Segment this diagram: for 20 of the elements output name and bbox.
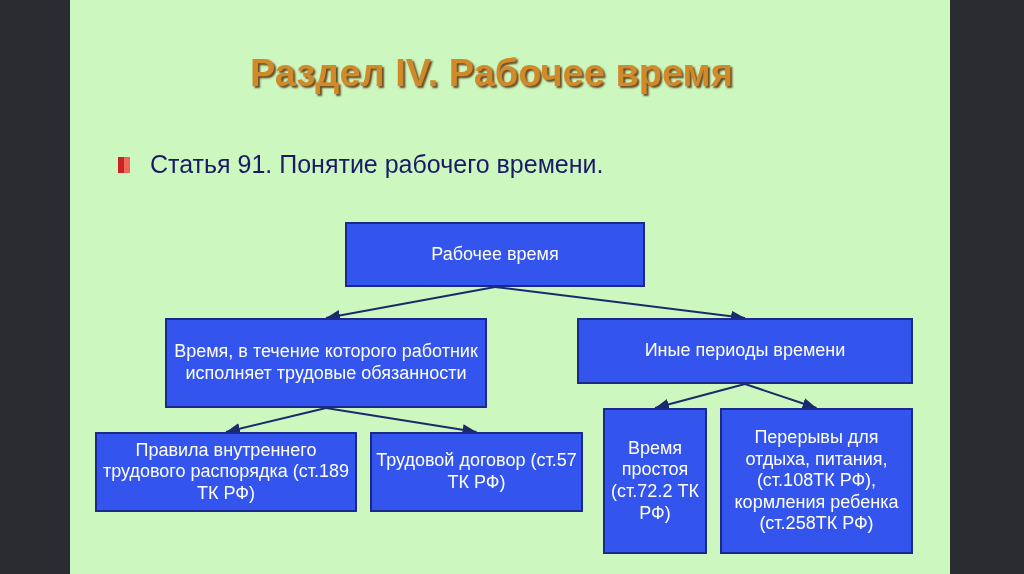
box-text: Перерывы для отдыха, питания, (ст.108ТК РФ), кормления ребенка (ст.258ТК РФ) <box>733 427 900 535</box>
process-box <box>370 432 583 512</box>
process-box <box>720 408 913 554</box>
box-text: Иные периоды времени <box>644 340 846 362</box>
process-box <box>345 222 645 287</box>
arrow <box>225 407 327 435</box>
process-box <box>165 318 487 408</box>
box-text: Рабочее время <box>431 243 559 266</box>
arrow <box>654 383 746 410</box>
process-box <box>95 432 357 512</box>
process-box <box>577 318 913 384</box>
subtitle: Статья 91. Понятие рабочего времени. <box>150 150 604 179</box>
box-text: Время, в течение которого работник исполняет трудовые обязанности <box>173 341 479 385</box>
arrow <box>325 286 496 321</box>
box-text: Правила внутреннего трудового распорядка (ст.189 ТК РФ) <box>102 439 350 505</box>
box-text: Время простоя (ст.72.2 ТК РФ) <box>610 437 700 525</box>
slide-title: Раздел IV. Рабочее время <box>250 52 733 95</box>
box-text: Трудовой договор (ст.57 ТК РФ) <box>376 450 577 494</box>
process-box <box>603 408 707 554</box>
arrow <box>744 383 818 409</box>
